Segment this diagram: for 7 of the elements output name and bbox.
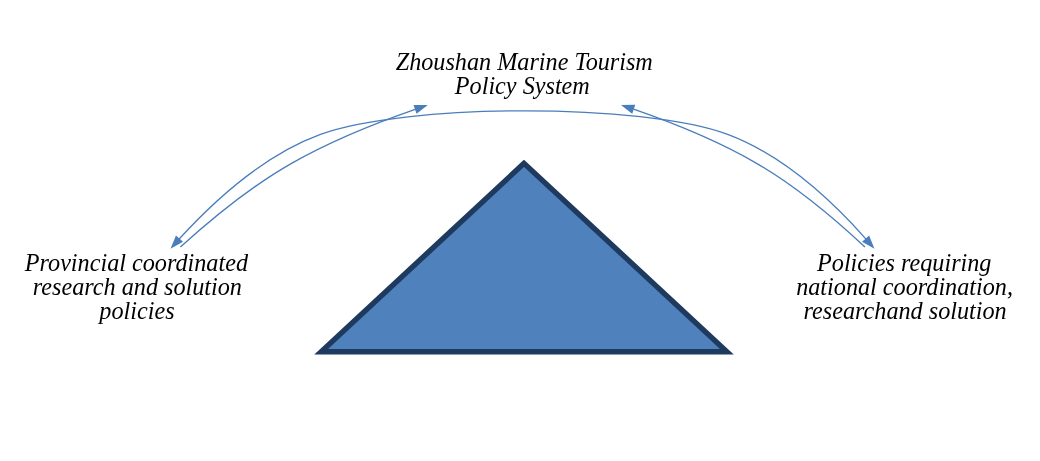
node-text: Provincial coordinated research and solution policies <box>24 248 248 325</box>
node-text: Policies requiring national coordination, researchand solution <box>796 248 1013 325</box>
node-triangle <box>314 159 734 355</box>
node-text: Zhoushan Marine Tourism Policy System <box>395 47 653 99</box>
arrow <box>621 104 866 248</box>
arrow <box>179 104 428 248</box>
arrow <box>170 110 875 249</box>
